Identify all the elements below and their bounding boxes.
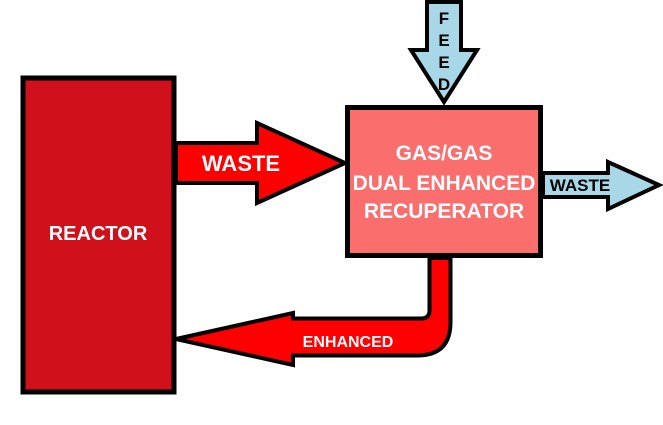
- recuperator-label-line3: RECUPERATOR: [364, 200, 524, 223]
- reactor-label: REACTOR: [49, 223, 148, 245]
- feed-arrow: [407, 0, 481, 106]
- feed-letter-e1: E: [438, 31, 449, 50]
- feed-letter-e2: E: [438, 53, 449, 72]
- waste-hot-label: WASTE: [202, 151, 280, 176]
- recuperator-label-line1: GAS/GAS: [396, 142, 493, 165]
- feed-letter-f: F: [439, 9, 449, 28]
- waste-out-arrow: [541, 158, 663, 213]
- reactor-box: [20, 75, 177, 395]
- waste-hot-arrow: [174, 119, 350, 207]
- recuperator-label-line2: DUAL ENHANCED: [353, 172, 536, 195]
- waste-out-label: WASTE: [550, 176, 610, 195]
- recuperator-box: [345, 105, 543, 258]
- feed-letter-d: D: [438, 75, 450, 94]
- enhanced-return-label: ENHANCED: [303, 334, 394, 351]
